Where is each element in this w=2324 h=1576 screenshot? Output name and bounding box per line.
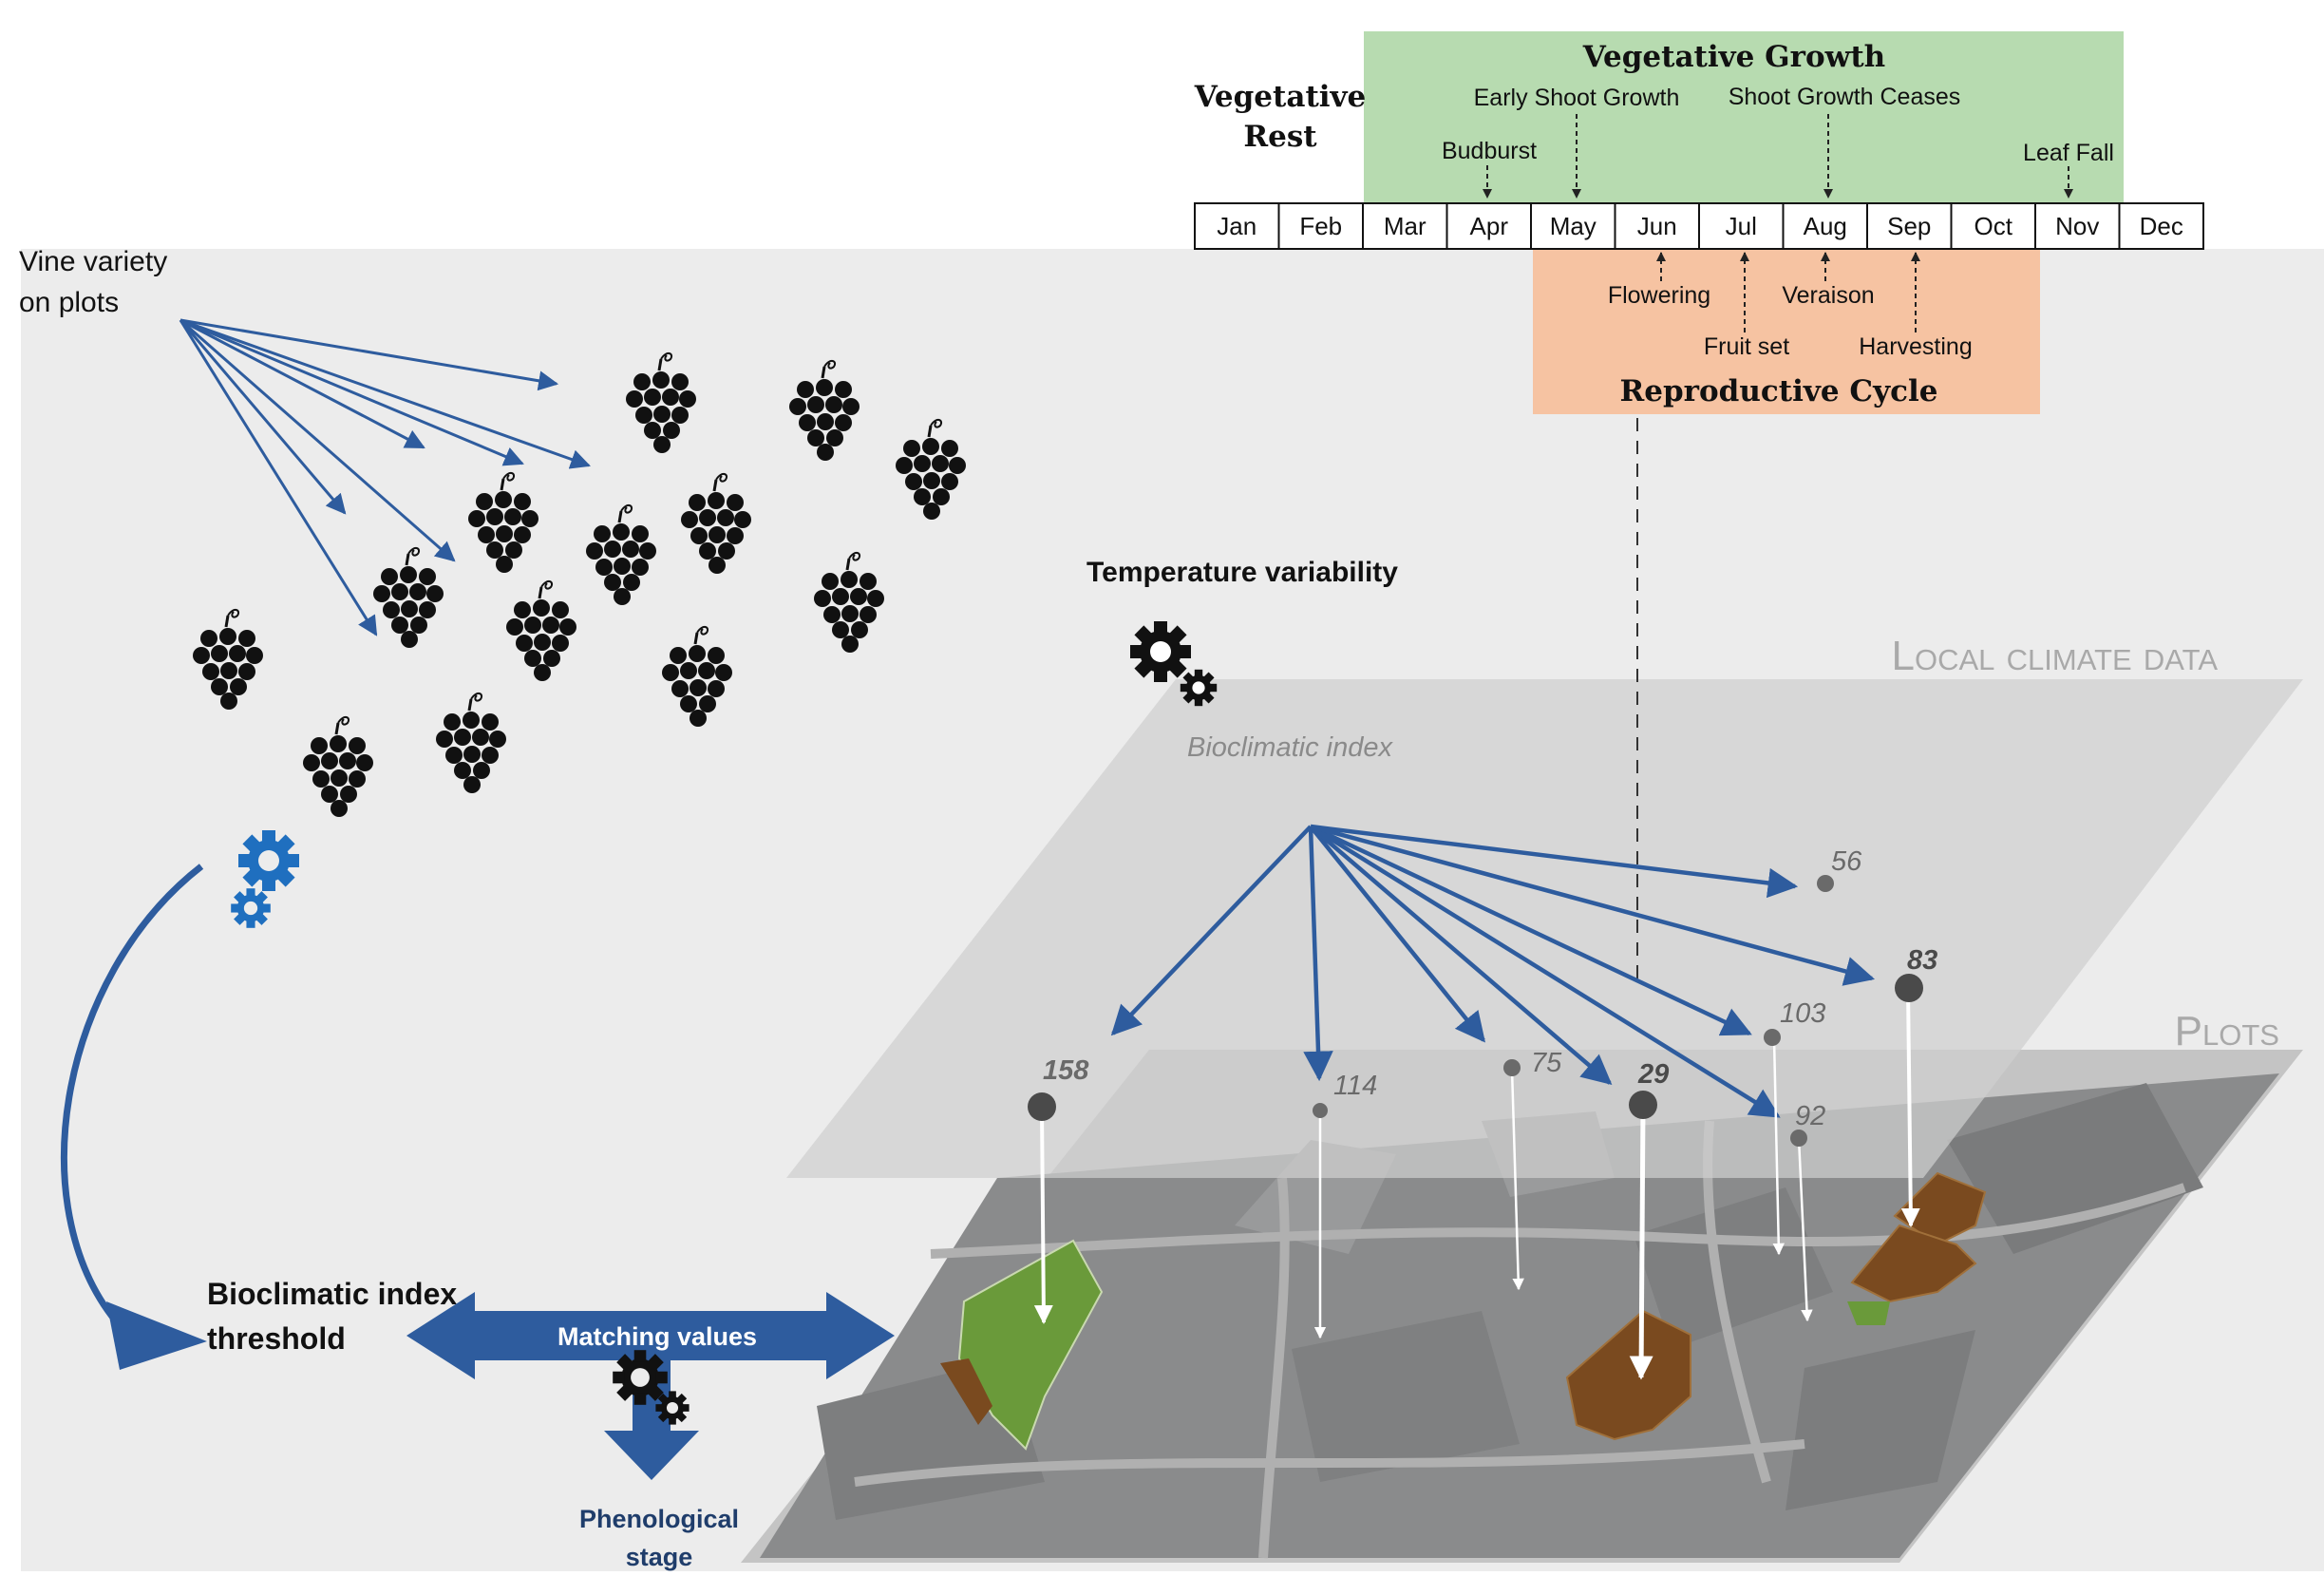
vegetative-growth-box [1364,31,2124,204]
station-dot [1028,1092,1056,1121]
gear-icon [613,1350,668,1405]
station-dot [1790,1130,1807,1147]
month-row: Jan Feb Mar Apr May Jun Jul Aug Sep Oct Nov Dec [1194,202,2204,250]
vine-variety-label-2: on plots [19,287,119,318]
station-dot [1629,1091,1657,1119]
station-value: 114 [1333,1071,1377,1101]
station-dot [1895,974,1923,1002]
leaf-fall-label: Leaf Fall [2023,140,2114,166]
month-label: Aug [1804,212,1847,240]
station-dot [1817,875,1834,892]
gear-icon [238,830,299,891]
station-value: 56 [1831,846,1862,877]
month-label: Dec [2140,212,2183,240]
flowering-label: Flowering [1608,282,1710,309]
phenological-stage-label-1: Phenological [579,1505,739,1533]
phenology-timeline: Vegetative Growth Vegetative Rest Budbur… [1194,31,2204,414]
vineyard-plot-brown [940,1358,992,1425]
curved-arrow [61,864,204,1333]
gear-icon [1180,669,1218,707]
local-climate-data-label: Local climate data [1892,633,2219,679]
veraison-label: Veraison [1782,282,1874,309]
bioclimatic-index-label: Bioclimatic index [1187,732,1393,763]
station-value: 83 [1907,945,1937,976]
harvesting-label: Harvesting [1859,333,1973,360]
threshold-label-2: threshold [207,1321,346,1356]
month-label: Nov [2055,212,2099,240]
month-label: Feb [1299,212,1342,240]
month-label: Jan [1217,212,1256,240]
month-cell [2034,202,2121,250]
reproductive-cycle-title: Reproductive Cycle [1620,374,1938,408]
station-dots [1028,875,1923,1147]
vineyard-plot-brown [1565,1309,1691,1441]
month-cell [1782,202,1868,250]
early-shoot-growth-label: Early Shoot Growth [1474,85,1680,111]
month-label: Sep [1887,212,1931,240]
station-value: 75 [1531,1048,1562,1078]
threshold-label-1: Bioclimatic index [207,1277,457,1311]
curved-arrow-head [106,1301,207,1370]
month-label: May [1550,212,1597,240]
month-cell [1614,202,1700,250]
vineyard-plot-green [1847,1301,1890,1325]
fruit-set-label: Fruit set [1704,333,1789,360]
month-label: Oct [1974,212,2013,240]
month-label: Jun [1637,212,1677,240]
vine-variety-label-1: Vine variety [19,246,167,277]
station-dot [1313,1103,1328,1118]
gear-icon [231,888,271,928]
phenological-stage-label-2: stage [626,1543,693,1571]
station-dot [1764,1029,1781,1046]
station-value: 92 [1795,1101,1825,1131]
month-cell [1698,202,1785,250]
gear-icon [655,1391,690,1425]
month-label: Mar [1384,212,1427,240]
station-value: 103 [1780,998,1825,1029]
vegetative-rest-label-2: Rest [1243,120,1317,154]
station-value: 29 [1637,1059,1669,1090]
phenological-arrow-head [604,1431,699,1480]
matching-values-label: Matching values [557,1322,757,1351]
local-climate-plane [786,679,2303,1178]
month-label: Apr [1470,212,1509,240]
month-label: Jul [1726,212,1757,240]
month-cell [1950,202,2036,250]
vine-arrows [179,318,591,636]
drop-arrows [1033,987,1920,1380]
budburst-label: Budburst [1442,138,1537,164]
matching-values-arrow [406,1292,895,1379]
temperature-variability-label: Temperature variability [1086,557,1398,588]
shoot-growth-ceases-label: Shoot Growth Ceases [1729,84,1961,110]
vegetative-growth-title: Vegetative Growth [1582,40,1885,74]
station-arrows [1110,824,1876,1118]
reproductive-cycle-box [1533,249,2040,414]
gear-icon [1130,621,1191,682]
station-values: 158 114 75 29 103 92 83 56 [1043,846,1937,1131]
vegetative-rest-label-1: Vegetative [1194,80,1367,114]
month-cell [2118,202,2204,250]
station-dot [1503,1059,1521,1076]
station-value: 158 [1043,1055,1089,1086]
plots-label: Plots [2175,1008,2279,1054]
month-cell [1445,202,1532,250]
